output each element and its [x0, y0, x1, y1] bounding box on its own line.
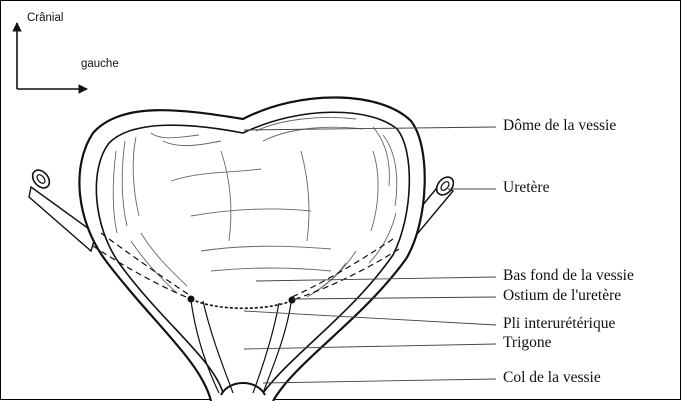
right-ostium — [289, 297, 296, 304]
label-dome: Dôme de la vessie — [503, 118, 616, 134]
label-ureter: Uretère — [503, 180, 549, 196]
label-ostium: Ostium de l'uretère — [503, 288, 621, 304]
leader-neck — [263, 379, 496, 383]
bladder-cavity — [96, 112, 409, 393]
label-fundus: Bas fond de la vessie — [503, 268, 634, 284]
left-direction-label: gauche — [81, 59, 119, 71]
label-trigone: Trigone — [503, 335, 552, 351]
cranial-label: Crânial — [27, 13, 63, 25]
label-interureteric-fold: Pli interurétérique — [503, 316, 615, 332]
orientation-compass — [17, 23, 87, 89]
label-neck: Col de la vessie — [503, 370, 601, 386]
